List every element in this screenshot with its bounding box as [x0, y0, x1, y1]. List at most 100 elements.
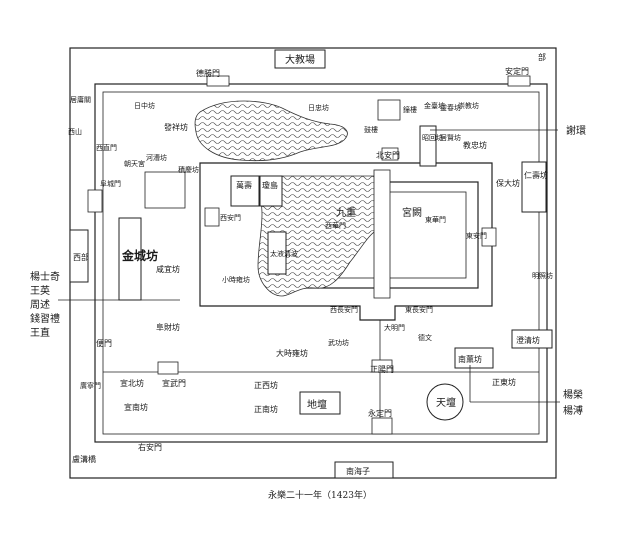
label-xiao-shi-yong-fang: 小時雍坊 [222, 275, 250, 284]
gate-xi-an-men [204, 207, 220, 227]
label-jiao-zhong-fang: 教忠坊 [463, 140, 487, 150]
label-ming-zhao-fang: 明照坊 [532, 271, 553, 280]
label-da-jiao-chang: 大教場 [285, 53, 315, 66]
bei-an-men-gate [381, 147, 399, 161]
label-xie-huan: 謝環 [566, 124, 586, 137]
label-xuan-wu-men: 宣武門 [162, 378, 186, 388]
label-jing-lou: 鐘樓 [403, 105, 417, 114]
label-xuan-nan-fang: 宣南坊 [124, 402, 148, 412]
label-name-right-0: 楊榮 [563, 388, 583, 401]
label-name-right-1: 楊溥 [563, 404, 583, 417]
qiong-dao-box [259, 175, 283, 207]
label-wu-gong-fang: 武功坊 [328, 338, 349, 347]
label-ju-yong-guan: 居庸關 [70, 95, 91, 104]
outer-city-wall [94, 83, 548, 443]
label-bao-da-fang: 保大坊 [496, 178, 520, 188]
label-cheng-qing-fang: 澄清坊 [516, 335, 540, 345]
label-name-left-4: 王直 [30, 326, 50, 339]
label-chong-jiao-fang: 崇教坊 [458, 101, 479, 110]
label-xian-yi-fang: 咸宜坊 [156, 264, 180, 274]
nan-xun-fang-box [454, 347, 494, 369]
shichahai-lake [194, 100, 348, 162]
building-left-cluster [144, 171, 186, 209]
label-an-ding-men: 安定門 [505, 66, 529, 76]
xi-bu-box [69, 229, 89, 283]
tian-tan-circle [426, 383, 464, 421]
label-xi-hua-men: 西華門 [325, 221, 346, 230]
label-ren-shou-fang: 仁壽坊 [524, 170, 548, 180]
label-xi-zhi-men: 西直門 [96, 143, 117, 152]
label-ju-xian-fang: 居賢坊 [440, 133, 461, 142]
label-guang-ning-men: 廣寧門 [80, 381, 101, 390]
label-xi-shan: 西山 [68, 127, 82, 136]
label-zheng-nan-fang: 正南坊 [254, 404, 278, 414]
label-lu-gou-qiao: 盧溝橋 [72, 454, 96, 464]
label-xi-chang-an-men: 西長安門 [330, 305, 358, 314]
imperial-city-wall [199, 162, 493, 321]
label-da-ming-men: 大明門 [384, 323, 405, 332]
label-nan-hai-zi: 南海子 [346, 466, 370, 476]
label-ri-zhong-fang: 日中坊 [134, 101, 155, 110]
label-tai-ye-qing-bo: 太液清波 [270, 249, 298, 258]
label-chao-tian-gong: 朝天宮 [124, 159, 145, 168]
label-yong-ding-men: 永定門 [368, 408, 392, 418]
label-xi-bu: 西部 [73, 252, 89, 262]
gate-an-ding-men [507, 75, 531, 87]
bell-tower [377, 99, 401, 121]
map-caption: 永樂二十一年（1423年） [268, 491, 372, 501]
di-tan-box [299, 391, 341, 415]
label-fu-cheng-men: 阜城門 [100, 179, 121, 188]
ren-shou-fang-box [521, 161, 547, 213]
label-dong-an-men: 東安門 [466, 231, 487, 240]
label-xi-an-men: 西安門 [220, 213, 241, 222]
label-you-an-men: 右安門 [138, 442, 162, 452]
gate-yong-ding-men [371, 417, 393, 435]
label-zheng-dong-fang: 正東坊 [492, 377, 516, 387]
tai-ye-box [267, 231, 287, 275]
wan-shou-box [230, 175, 260, 207]
label-ri-zhong-fang2: 日忠坊 [308, 103, 329, 112]
outer-city-wall-inner [102, 91, 540, 435]
label-qiong-dao: 瓊島 [262, 180, 278, 190]
label-name-left-3: 錢習禮 [30, 312, 60, 325]
taiye-lake [257, 175, 379, 297]
nan-hai-zi-box [334, 461, 394, 479]
label-zheng-yang-men: 正陽門 [370, 365, 394, 374]
label-nan-xun-fang: 南薰坊 [458, 354, 482, 364]
da-jiao-chang-box [274, 49, 326, 69]
label-bian-men: 便門 [96, 338, 112, 348]
label-de-sheng-men: 德勝門 [196, 68, 220, 78]
label-bei-an-men: 北安門 [376, 150, 400, 160]
label-jin-cheng-fang: 金城坊 [121, 248, 158, 263]
label-ling-chun-fang: 靈春坊 [440, 103, 461, 112]
label-corner-tr: 部 [538, 52, 546, 62]
gate-de-sheng-men [206, 75, 230, 87]
gate-zheng-yang-men [371, 359, 393, 373]
zhao-hui-fang-box [419, 125, 437, 167]
label-fa-xiang-fang: 發祥坊 [164, 122, 188, 132]
cheng-qing-fang-box [511, 329, 553, 349]
label-dong-chang-an-men: 東長安門 [405, 305, 433, 314]
gate-xuan-wu-men [157, 361, 179, 375]
label-name-left-2: 周述 [30, 299, 50, 311]
label-gong-que: 宮闕 [402, 206, 422, 219]
label-gu-lou: 鼓樓 [364, 125, 378, 134]
label-zheng-xi-fang: 正西坊 [254, 380, 278, 390]
gate-fu-cheng-men [87, 189, 103, 213]
label-ji-qing-fang: 積慶坊 [178, 165, 199, 174]
label-de-wen: 德文 [418, 333, 432, 342]
label-da-shi-yong-fang: 大時雍坊 [276, 348, 308, 358]
gate-dong-an-men [481, 227, 497, 247]
palace-hall-stack [373, 169, 391, 299]
label-tian-tan: 天壇 [436, 396, 456, 409]
label-di-tan: 地壇 [307, 398, 327, 411]
label-he-chuan-fang: 河漕坊 [146, 153, 167, 162]
label-jin-tai-fang: 金臺坊 [424, 101, 445, 110]
label-zhao-hui-fang: 昭回坊 [422, 133, 443, 142]
label-name-left-1: 王英 [30, 284, 50, 297]
label-dong-hua-men: 東華門 [425, 215, 446, 224]
label-xuan-bei-fang: 宣北坊 [120, 378, 144, 388]
label-name-left-0: 楊士奇 [30, 270, 60, 283]
label-wan-shou: 萬壽 [236, 180, 252, 190]
